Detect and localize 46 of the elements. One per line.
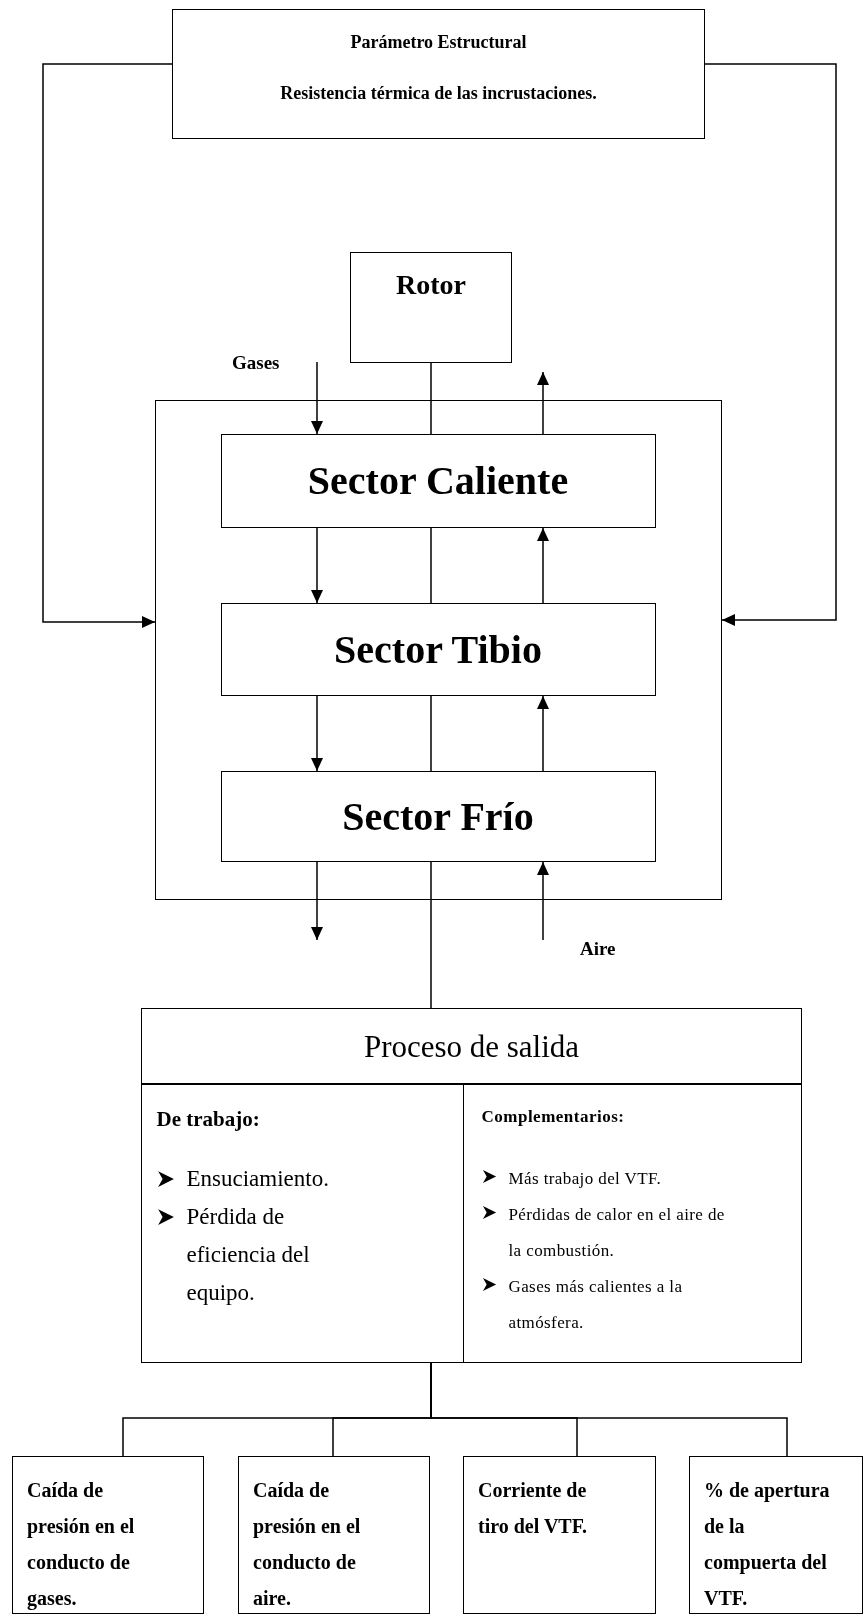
connector-line — [430, 695, 432, 772]
arrow — [537, 527, 549, 604]
table-heading: Proceso de salida — [362, 1029, 581, 1065]
sector-box — [220, 433, 656, 528]
connector-line — [430, 362, 432, 435]
arrow — [537, 695, 549, 772]
connector-line — [430, 861, 432, 1009]
box-label: Rotor — [395, 269, 467, 301]
connector-line — [430, 527, 432, 604]
arrow — [311, 695, 323, 772]
sector-label: Sector Frío — [342, 792, 534, 840]
container-box — [155, 400, 722, 900]
box-label: Caída de presión en el conducto de gases. — [27, 1478, 136, 1612]
arrow — [704, 63, 837, 626]
output-box — [12, 1456, 204, 1614]
box-label: Corriente de tiro del VTF. — [478, 1478, 589, 1539]
arrow — [311, 861, 323, 941]
flow-label: Gases — [232, 350, 317, 376]
output-box — [238, 1456, 430, 1614]
sector-label: Sector Tibio — [334, 625, 542, 673]
arrow — [42, 63, 173, 628]
list-item: Pérdida de eficiencia del equipo. — [186, 1202, 311, 1307]
arrow — [537, 371, 549, 435]
box-label: Caída de presión en el conducto de aire. — [253, 1478, 362, 1611]
output-box — [689, 1456, 863, 1614]
heading-text: Parámetro Estructural — [349, 32, 528, 53]
body-text: Resistencia térmica de las incrustaciones. — [279, 83, 598, 104]
list-item: Ensuciamiento. — [186, 1164, 330, 1193]
list-item: Pérdidas de calor en el aire de la combustión. — [508, 1203, 726, 1262]
table-cell — [462, 1082, 802, 1363]
cell-heading: De trabajo: — [156, 1106, 261, 1132]
sector-box — [220, 770, 656, 862]
cell-heading: Complementarios: — [481, 1106, 626, 1127]
parameter-box — [172, 9, 705, 139]
list-item: Gases más calientes a la atmósfera. — [508, 1275, 684, 1334]
arrow — [311, 361, 323, 435]
sector-box — [220, 602, 656, 696]
sector-label: Sector Caliente — [307, 457, 569, 504]
process-table — [141, 1008, 802, 1363]
arrow — [537, 861, 549, 941]
rotor-box — [350, 252, 512, 363]
box-label: % de apertura de la compuerta del VTF. — [704, 1478, 831, 1611]
output-box — [463, 1456, 656, 1614]
flow-label: Aire — [543, 936, 643, 966]
arrow — [311, 527, 323, 604]
list-item: Más trabajo del VTF. — [508, 1167, 663, 1190]
